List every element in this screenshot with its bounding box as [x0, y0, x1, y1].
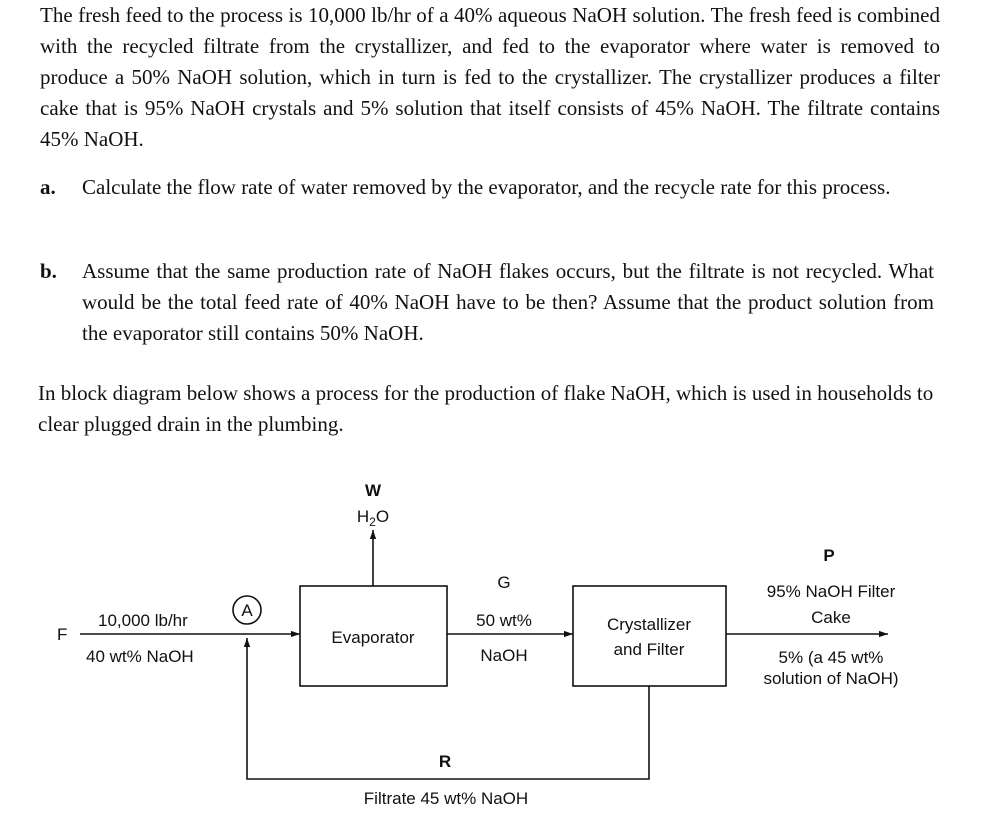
- product-line1: 95% NaOH Filter: [767, 582, 896, 601]
- question-a: a. Calculate the flow rate of water remo…: [40, 172, 940, 236]
- recycle-stream-line: [243, 638, 650, 780]
- product-line4: solution of NaOH): [763, 669, 898, 688]
- stream-g-line1: 50 wt%: [476, 611, 532, 630]
- feed-rate: 10,000 lb/hr: [98, 611, 188, 630]
- product-label: P: [823, 546, 834, 565]
- recycle-description: Filtrate 45 wt% NaOH: [364, 789, 528, 808]
- water-formula: H2O: [357, 507, 389, 529]
- feed-composition: 40 wt% NaOH: [86, 647, 194, 666]
- product-line2: Cake: [811, 608, 851, 627]
- water-label: W: [365, 481, 382, 500]
- crystallizer-line1: Crystallizer: [607, 615, 691, 634]
- crystallizer-line2: and Filter: [614, 640, 685, 659]
- stream-g-label: G: [497, 573, 510, 592]
- stream-g-line2: NaOH: [480, 646, 527, 665]
- question-b-marker: b.: [40, 259, 57, 283]
- question-b-text: Assume that the same production rate of …: [82, 259, 934, 345]
- product-line3: 5% (a 45 wt%: [779, 648, 884, 667]
- feed-label: F: [57, 625, 67, 644]
- question-a-marker: a.: [40, 175, 56, 199]
- question-a-text: Calculate the flow rate of water removed…: [82, 175, 891, 199]
- mixer-label: A: [241, 601, 253, 620]
- mixer-circle: [232, 595, 262, 625]
- recycle-label: R: [439, 752, 451, 771]
- crystallizer-block: [572, 585, 727, 687]
- evaporator-block: [299, 585, 448, 687]
- evaporator-label: Evaporator: [331, 628, 414, 647]
- question-b: b. Assume that the same production rate …: [40, 256, 940, 352]
- diagram-intro: In block diagram below shows a process f…: [38, 381, 934, 436]
- problem-intro: The fresh feed to the process is 10,000 …: [40, 3, 940, 151]
